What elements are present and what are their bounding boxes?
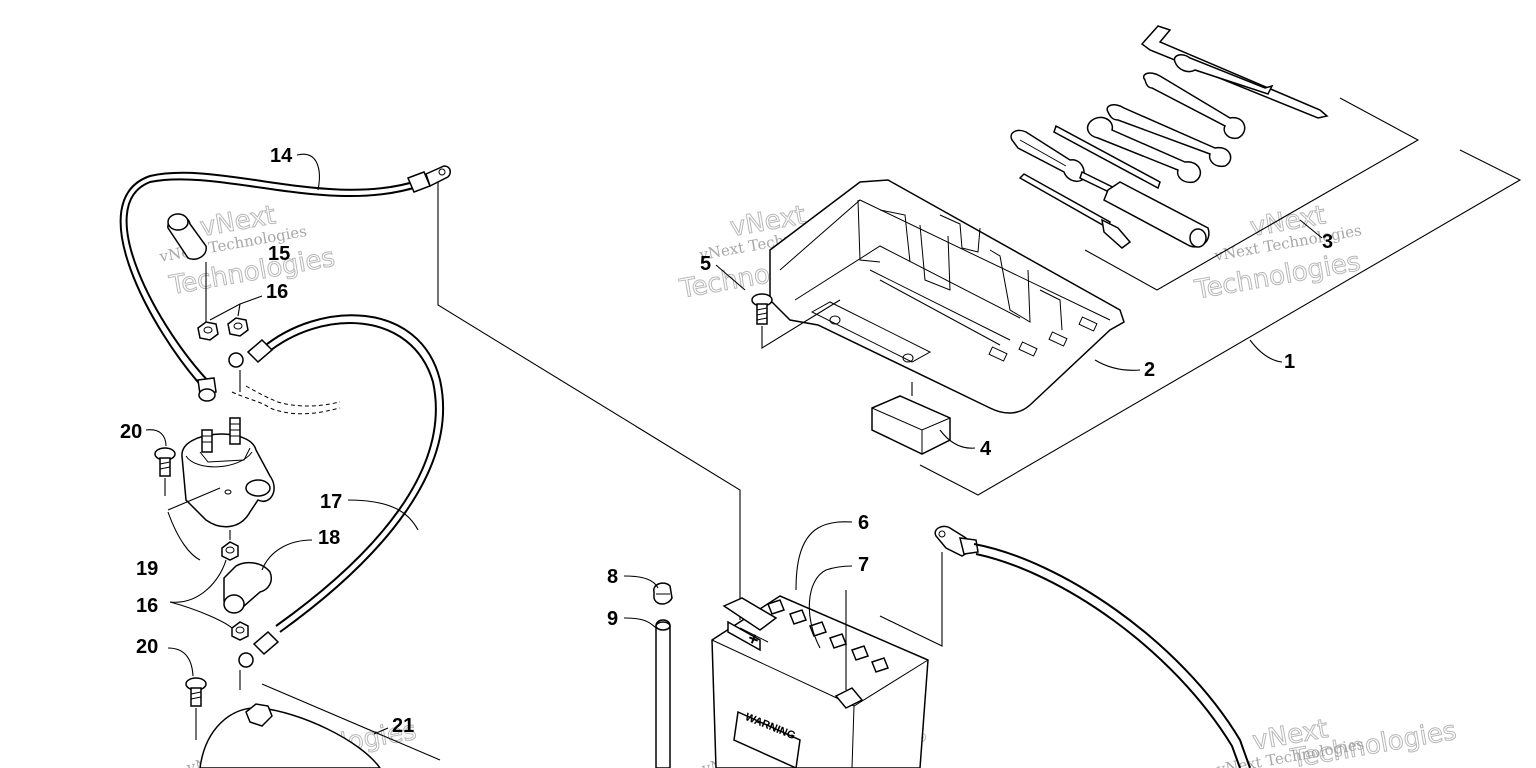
callout-16-bottom: 16 bbox=[136, 595, 158, 617]
solenoid-assembly bbox=[119, 153, 741, 768]
nut-16-top-right bbox=[227, 317, 249, 337]
cable-17 bbox=[228, 314, 445, 690]
callout-9: 9 bbox=[607, 608, 618, 630]
watermark-top-right: vNext vNext Technologies Technologies bbox=[1191, 200, 1363, 306]
tool-tray bbox=[769, 179, 1141, 414]
tool-extension-bar bbox=[1053, 124, 1161, 190]
screw-5 bbox=[715, 264, 841, 349]
callout-8: 8 bbox=[607, 566, 618, 588]
tool-spark-plug-socket bbox=[1103, 181, 1210, 248]
nut-16-bottom bbox=[231, 621, 249, 641]
callout-17: 17 bbox=[320, 491, 342, 513]
nut-16-top-left bbox=[197, 321, 219, 341]
battery-area: + WARNING bbox=[623, 521, 1251, 768]
vent-tube-9 bbox=[623, 617, 671, 768]
tool-wrench-3 bbox=[1106, 104, 1232, 168]
callout-3: 3 bbox=[1322, 231, 1333, 253]
callout-21: 21 bbox=[392, 715, 414, 737]
solenoid-19 bbox=[167, 417, 275, 561]
callout-2: 2 bbox=[1144, 359, 1155, 381]
callout-16-top: 16 bbox=[266, 281, 288, 303]
callout-1: 1 bbox=[1284, 351, 1295, 373]
tool-kit-assembly bbox=[715, 25, 1522, 496]
callout-20-lower: 20 bbox=[136, 636, 158, 658]
starter-21 bbox=[199, 683, 441, 768]
battery-cell-caps bbox=[767, 599, 889, 673]
callout-15: 15 bbox=[268, 243, 290, 265]
callout-19: 19 bbox=[136, 558, 158, 580]
tool-wrench-2 bbox=[1143, 72, 1246, 140]
boot-18 bbox=[223, 539, 313, 614]
callout-5: 5 bbox=[700, 253, 711, 275]
battery-6: + WARNING bbox=[711, 521, 929, 768]
callout-20-upper: 20 bbox=[120, 421, 142, 443]
tool-wrench-1 bbox=[1173, 54, 1274, 95]
cable-14 bbox=[119, 153, 741, 620]
tool-handle-bar bbox=[1018, 173, 1132, 249]
callout-4: 4 bbox=[980, 438, 992, 460]
tool-wrench-long bbox=[1140, 25, 1329, 119]
clamp-8 bbox=[623, 575, 673, 605]
tool-wrench-4 bbox=[1086, 116, 1202, 184]
cable-negative bbox=[879, 525, 1251, 768]
callout-6: 6 bbox=[858, 512, 869, 534]
screw-20-upper bbox=[145, 429, 176, 496]
callout-7: 7 bbox=[858, 554, 869, 576]
boot-15 bbox=[167, 213, 207, 322]
foam-pad-4 bbox=[871, 382, 976, 455]
nut-16-lower bbox=[221, 530, 239, 561]
callout-14: 14 bbox=[270, 145, 293, 167]
callout-18: 18 bbox=[318, 527, 340, 549]
watermark-bottom-right: vNext vNext Technologies Technologies bbox=[1215, 714, 1460, 768]
screw-20-lower bbox=[167, 647, 207, 740]
